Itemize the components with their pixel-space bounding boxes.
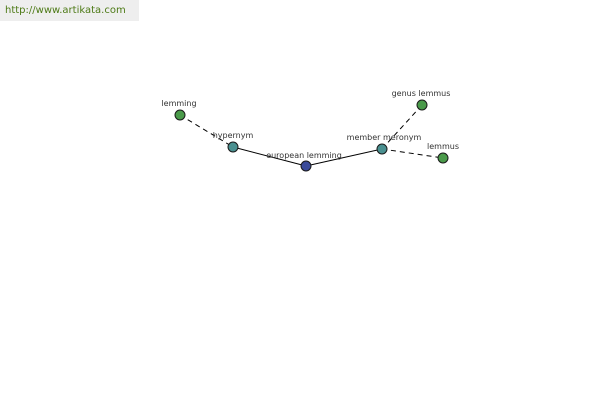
node-label-lemmus[interactable]: lemmus [427, 142, 459, 151]
graph-labels: lemming hypernym european lemming member me… [161, 89, 459, 160]
edge-member-meronym-to-genus-lemmus [381, 104, 423, 150]
edge-european-lemming-to-member-meronym [305, 148, 383, 167]
graph-nodes [174, 99, 449, 172]
node-hypernym[interactable] [227, 141, 239, 153]
edge-member-meronym-to-lemmus [381, 148, 444, 159]
edge-lemming-to-hypernym [179, 114, 234, 148]
node-genus-lemmus[interactable] [416, 99, 428, 111]
node-lemmus[interactable] [437, 152, 449, 164]
node-member-meronym[interactable] [376, 143, 388, 155]
node-lemming[interactable] [174, 109, 186, 121]
node-label-lemming[interactable]: lemming [161, 99, 196, 108]
graph-edges [179, 104, 444, 167]
node-label-member-meronym[interactable]: member meronym [347, 133, 422, 142]
node-label-european-lemming[interactable]: european lemming [266, 151, 342, 160]
node-european-lemming[interactable] [300, 160, 312, 172]
watermark-text: http://www.artikata.com [5, 5, 126, 16]
node-label-genus-lemmus[interactable]: genus lemmus [392, 89, 451, 98]
node-label-hypernym[interactable]: hypernym [213, 131, 254, 140]
edge-hypernym-to-european-lemming [232, 146, 307, 167]
watermark-link[interactable]: http://www.artikata.com [0, 0, 139, 21]
